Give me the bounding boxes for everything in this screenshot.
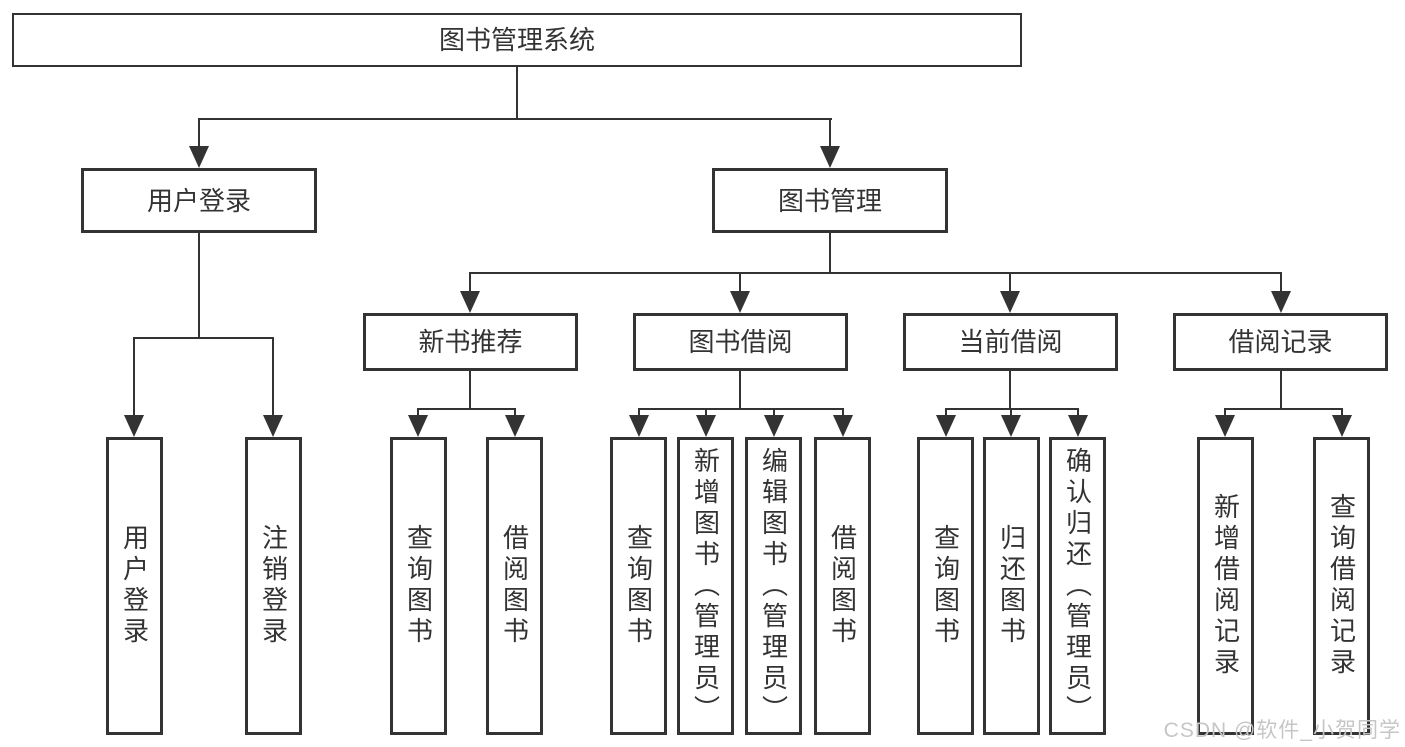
connector-line xyxy=(1010,408,1012,416)
connector-line xyxy=(514,408,516,416)
arrow-down-icon xyxy=(1001,415,1021,437)
node-new-book-recommend: 新书推荐 xyxy=(363,313,578,371)
connector-line xyxy=(469,272,471,293)
arrow-down-icon xyxy=(696,415,716,437)
arrow-down-icon xyxy=(460,291,480,313)
connector-line xyxy=(133,337,135,417)
connector-line xyxy=(1280,371,1282,410)
connector-line xyxy=(705,408,707,416)
connector-line xyxy=(1009,371,1011,410)
node-leaf-current-return-books: 归还图书 xyxy=(983,437,1040,735)
connector-line xyxy=(417,408,419,416)
node-leaf-borrow-edit-books-admin: 编辑图书（管理员） xyxy=(745,437,802,735)
node-leaf-recommend-query-books: 查询图书 xyxy=(390,437,447,735)
node-leaf-current-query-books: 查询图书 xyxy=(917,437,974,735)
arrow-down-icon xyxy=(189,146,209,168)
arrow-down-icon xyxy=(1068,415,1088,437)
arrow-down-icon xyxy=(764,415,784,437)
node-borrow-records: 借阅记录 xyxy=(1173,313,1388,371)
connector-line xyxy=(272,337,274,417)
connector-line xyxy=(739,272,741,293)
connector-line xyxy=(945,408,947,416)
connector-line xyxy=(739,371,741,410)
arrow-down-icon xyxy=(833,415,853,437)
arrow-down-icon xyxy=(730,291,750,313)
arrow-down-icon xyxy=(505,415,525,437)
arrow-down-icon xyxy=(263,415,283,437)
connector-line xyxy=(638,408,844,410)
arrow-down-icon xyxy=(629,415,649,437)
connector-line xyxy=(1224,408,1343,410)
arrow-down-icon xyxy=(1215,415,1235,437)
connector-line xyxy=(516,67,518,120)
node-current-borrow: 当前借阅 xyxy=(903,313,1118,371)
arrow-down-icon xyxy=(124,415,144,437)
connector-line xyxy=(198,118,200,148)
connector-line xyxy=(829,118,831,148)
connector-line xyxy=(1224,408,1226,416)
arrow-down-icon xyxy=(408,415,428,437)
arrow-down-icon xyxy=(1000,291,1020,313)
connector-line xyxy=(469,371,471,410)
node-leaf-borrow-query-books: 查询图书 xyxy=(610,437,667,735)
connector-line xyxy=(1009,272,1011,293)
connector-line xyxy=(1077,408,1079,416)
node-leaf-borrow-borrow-books: 借阅图书 xyxy=(814,437,871,735)
watermark: CSDN @软件_小贺同学 xyxy=(1163,719,1401,742)
connector-line xyxy=(1280,272,1282,293)
connector-line xyxy=(945,408,1079,410)
node-leaf-logout: 注销登录 xyxy=(245,437,302,735)
node-leaf-recommend-borrow-books: 借阅图书 xyxy=(486,437,543,735)
connector-line xyxy=(133,337,274,339)
node-book-management: 图书管理 xyxy=(712,168,948,233)
connector-line xyxy=(198,118,832,120)
node-root: 图书管理系统 xyxy=(12,13,1022,67)
node-book-borrow: 图书借阅 xyxy=(633,313,848,371)
connector-line xyxy=(829,233,831,274)
connector-line xyxy=(198,233,200,339)
arrow-down-icon xyxy=(1332,415,1352,437)
connector-line xyxy=(773,408,775,416)
connector-line xyxy=(417,408,516,410)
node-user-login: 用户登录 xyxy=(81,168,317,233)
connector-line xyxy=(469,272,1282,274)
node-leaf-current-confirm-return-admin: 确认归还（管理员） xyxy=(1049,437,1106,735)
arrow-down-icon xyxy=(820,146,840,168)
connector-line xyxy=(638,408,640,416)
connector-line xyxy=(1341,408,1343,416)
arrow-down-icon xyxy=(1271,291,1291,313)
connector-line xyxy=(842,408,844,416)
node-leaf-user-login: 用户登录 xyxy=(106,437,163,735)
node-leaf-records-query-record: 查询借阅记录 xyxy=(1313,437,1370,735)
node-leaf-records-add-record: 新增借阅记录 xyxy=(1197,437,1254,735)
node-leaf-borrow-add-books-admin: 新增图书（管理员） xyxy=(677,437,734,735)
arrow-down-icon xyxy=(936,415,956,437)
